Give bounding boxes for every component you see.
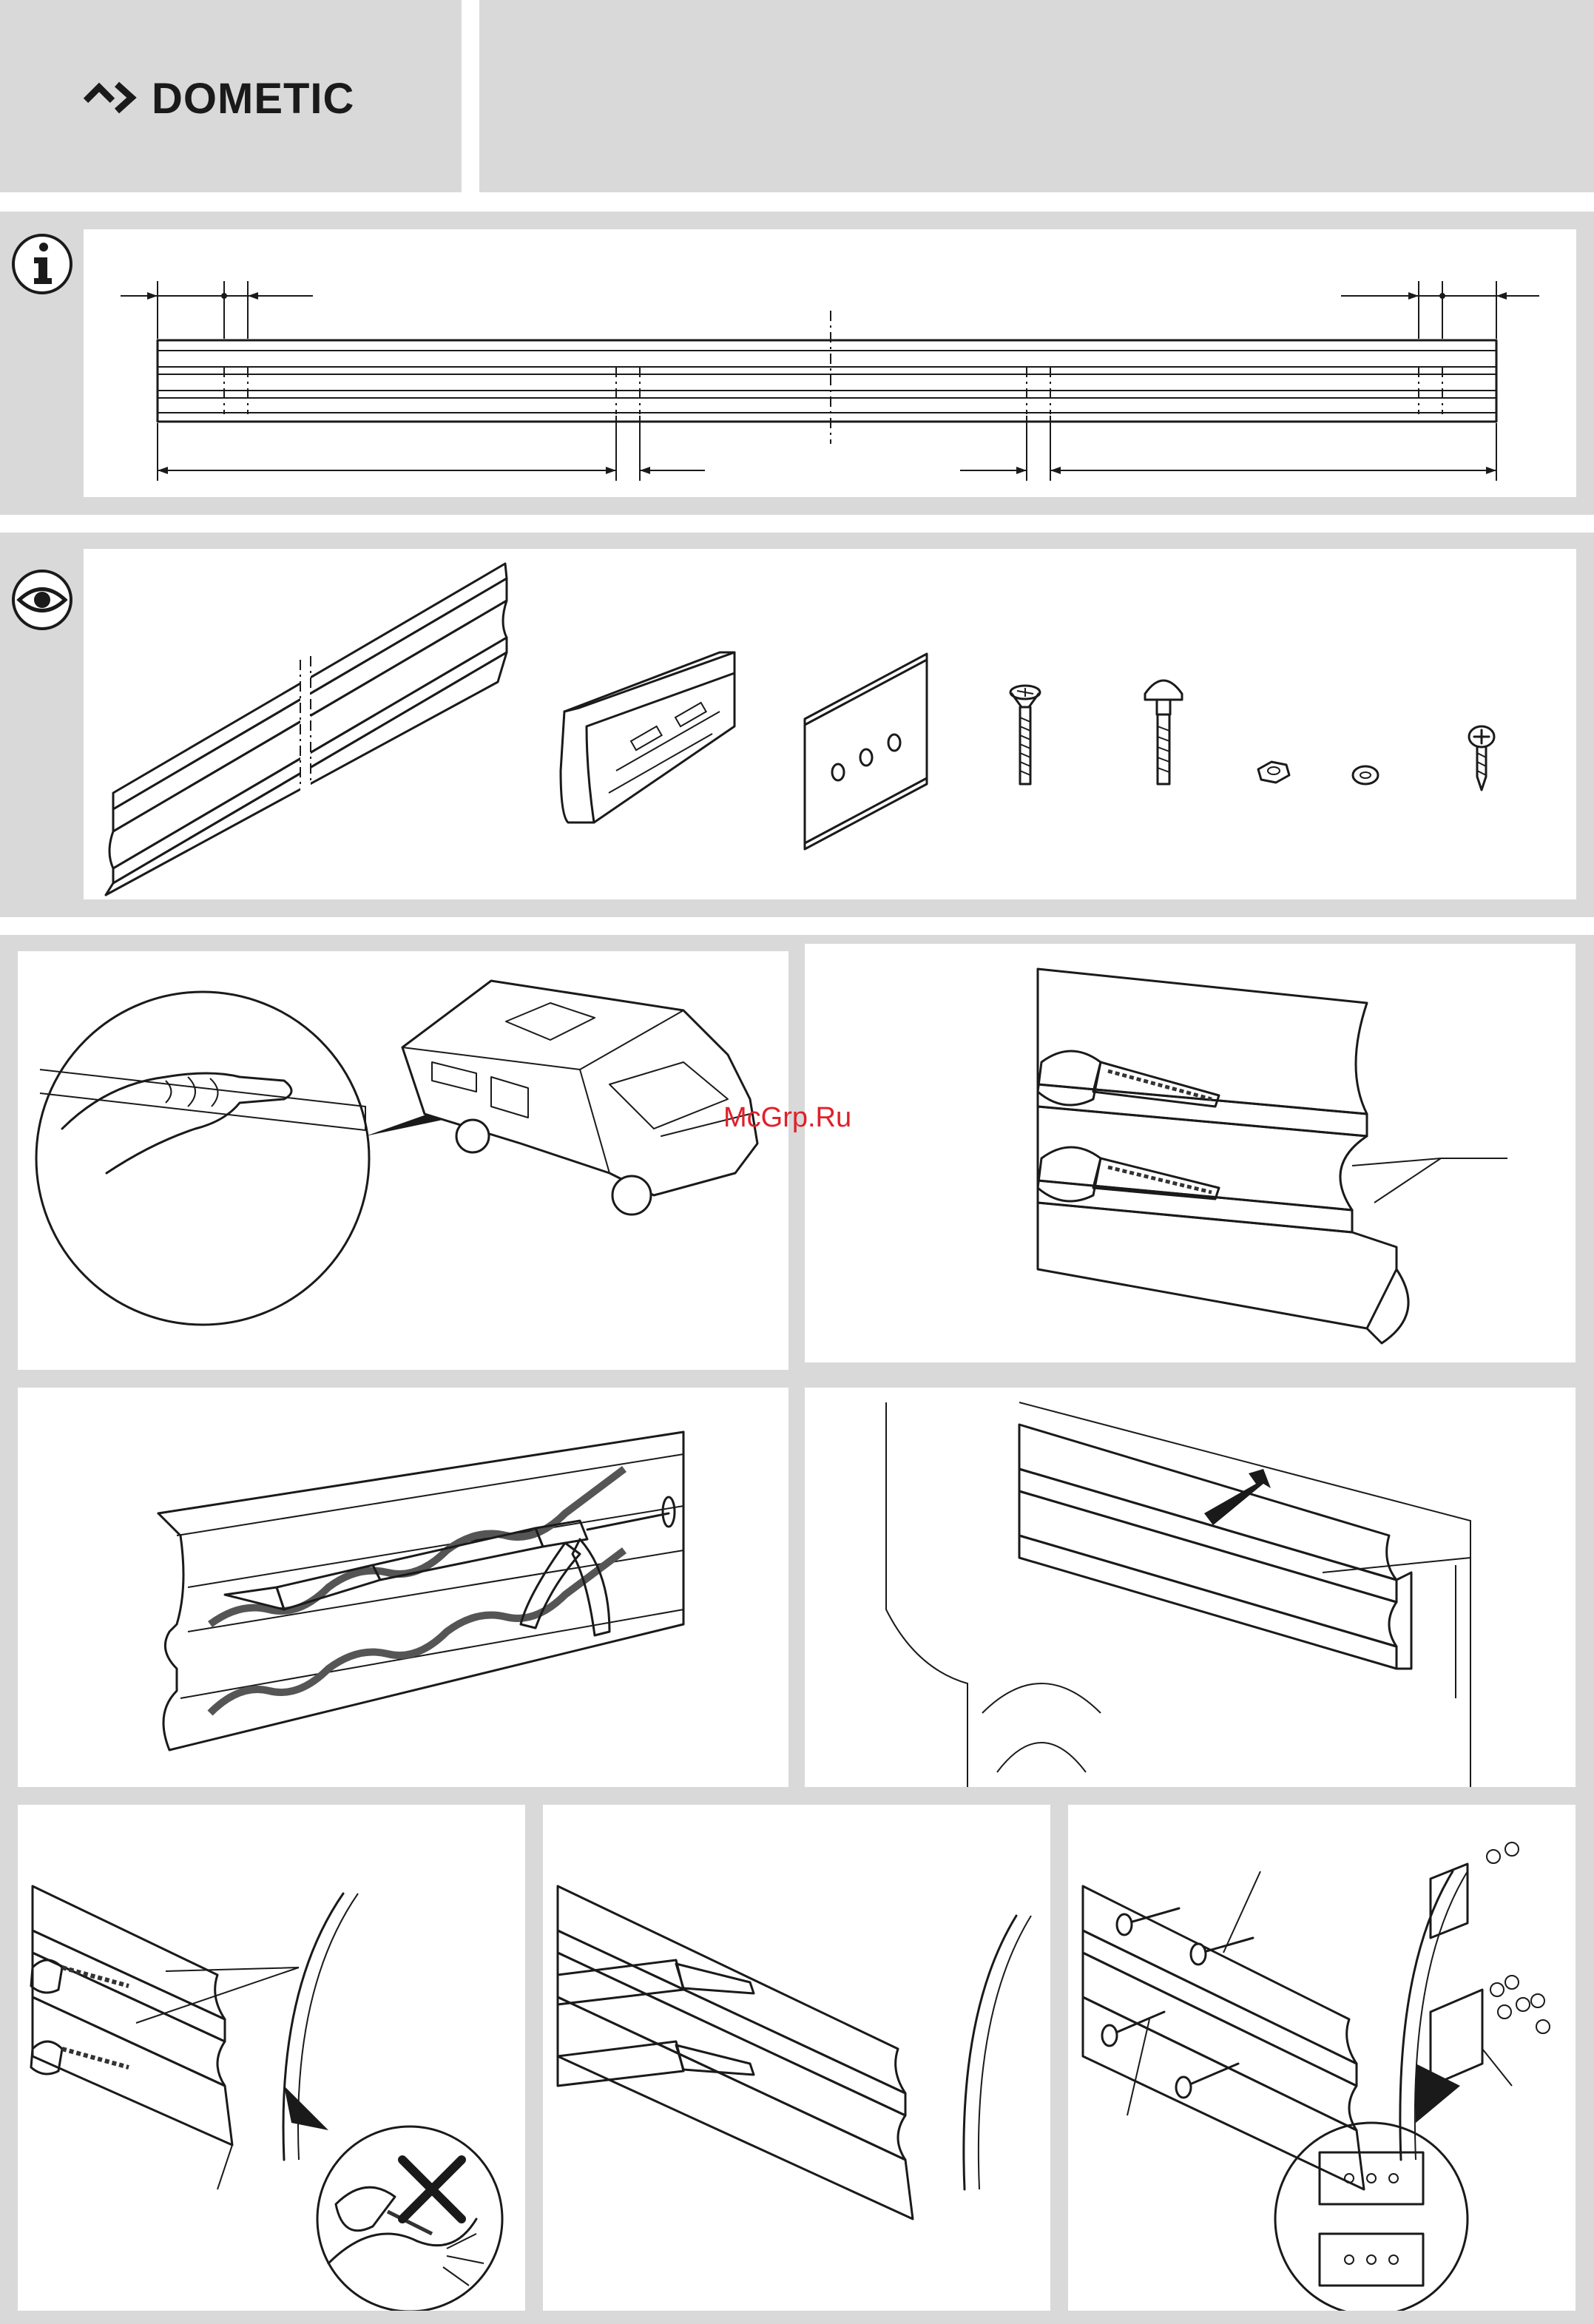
parts-drawing (84, 549, 1576, 899)
tapping-screw-part (1469, 726, 1494, 790)
washer-part (1353, 766, 1378, 784)
info-icon (10, 232, 74, 296)
end-cap-part (561, 652, 734, 822)
step-4-mount-rail-drawing (805, 1388, 1576, 1787)
dometic-chevron-logo (83, 78, 149, 115)
step-6-sealing-screws-drawing (543, 1805, 1050, 2311)
carriage-bolt-part (1145, 680, 1182, 784)
eye-icon (10, 568, 74, 632)
step-2-drill-holes-drawing (805, 944, 1576, 1362)
countersunk-screw-part (1010, 686, 1040, 784)
step-1-clean-roof-drawing (18, 951, 788, 1370)
step-7-end-connector-drawing (1068, 1805, 1576, 2311)
brand-name: DOMETIC (152, 74, 354, 124)
motorhome (402, 981, 757, 1215)
drill-2 (1038, 1147, 1219, 1201)
header-title-panel (479, 0, 1594, 192)
rail-part (106, 564, 507, 895)
watermark-text: McGrp.Ru (723, 1102, 851, 1134)
step-5-screw-drawing (18, 1805, 525, 2311)
nut-part (1258, 762, 1289, 783)
connector-plate-part (805, 654, 927, 849)
step-3-sealant-drawing (18, 1388, 788, 1787)
rail-dimension-drawing (84, 229, 1576, 497)
